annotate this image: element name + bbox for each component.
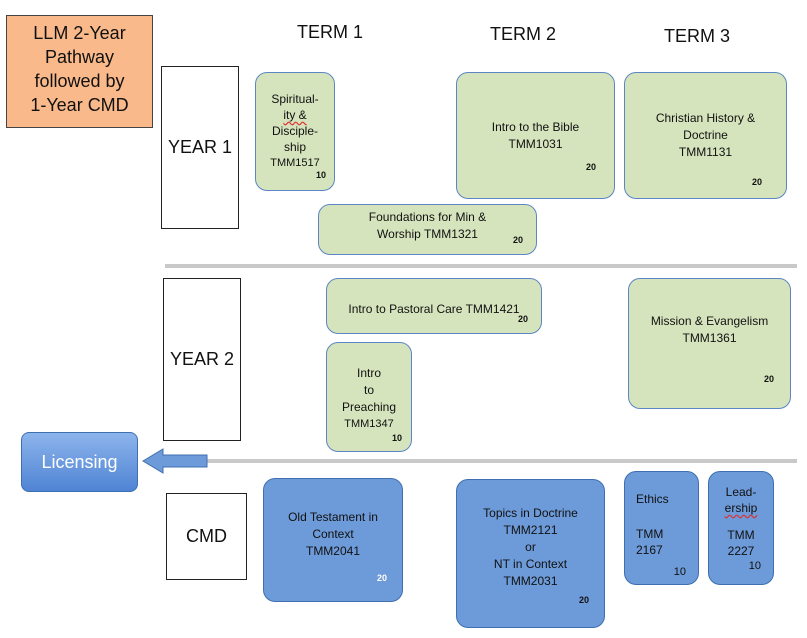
module-topics-doctrine: Topics in Doctrine TMM2121 or NT in Cont…: [456, 479, 605, 628]
year-1-label: YEAR 1: [161, 66, 239, 229]
module-code: TMM: [727, 528, 755, 542]
credit-value: 20: [512, 235, 523, 245]
module-leadership: Lead- ership TMM 2227 10: [708, 471, 774, 585]
credit-value: 20: [376, 573, 387, 583]
title-line: Pathway: [44, 47, 115, 67]
module-code: TMM: [636, 527, 664, 541]
credit-value: 10: [748, 560, 761, 572]
module-text: Mission & Evangelism: [650, 314, 769, 328]
title-line: LLM 2-Year: [33, 23, 126, 43]
module-text: Intro to Pastoral Care TMM1421: [348, 302, 520, 316]
credit-value: 20: [578, 595, 589, 605]
module-preaching: Intro to Preaching TMM1347 10: [326, 342, 412, 452]
title-line: followed by: [34, 71, 125, 91]
credit-value: 10: [391, 433, 402, 443]
term-1-header: TERM 1: [296, 22, 363, 42]
module-old-testament: Old Testament in Context TMM2041 20: [263, 478, 403, 602]
title-line: 1-Year CMD: [30, 95, 129, 115]
module-spirituality: Spiritual- ity & Disciple- ship TMM1517 …: [255, 72, 335, 191]
module-text: Topics in Doctrine: [483, 506, 578, 520]
module-text: Doctrine: [683, 128, 728, 142]
module-mission-evangelism: Mission & Evangelism TMM1361 20: [628, 278, 791, 409]
module-text: ship: [283, 140, 306, 154]
module-code: TMM1347: [344, 418, 394, 430]
module-text: Christian History &: [655, 111, 756, 125]
year-divider: [165, 264, 797, 268]
year-2-label: YEAR 2: [163, 278, 241, 441]
pathway-title: LLM 2-Year Pathway followed by 1-Year CM…: [6, 15, 153, 128]
module-text: Preaching: [341, 400, 397, 414]
module-code: TMM1517: [270, 157, 320, 169]
module-code: TMM2121: [503, 523, 558, 537]
module-text: Intro to the Bible: [491, 120, 580, 134]
module-code: TMM1131: [678, 145, 733, 159]
module-text: or: [525, 540, 536, 554]
module-code: 2167: [636, 543, 663, 557]
module-text: Old Testament in: [288, 510, 378, 524]
module-text: Foundations for Min &: [368, 210, 487, 224]
module-text: Worship TMM1321: [377, 227, 478, 241]
module-foundations: Foundations for Min & Worship TMM1321 20: [318, 204, 537, 255]
credit-value: 20: [585, 162, 596, 172]
module-code: TMM1031: [508, 137, 563, 151]
term-3-header: TERM 3: [663, 26, 730, 46]
module-text: Lead-: [725, 485, 757, 499]
module-code: TMM2041: [305, 544, 361, 558]
module-code: 2227: [727, 544, 755, 558]
module-ethics: Ethics TMM 2167 10: [624, 471, 699, 585]
module-code: TMM2031: [503, 574, 558, 588]
module-pastoral-care: Intro to Pastoral Care TMM1421 20: [326, 278, 542, 334]
module-text: NT in Context: [493, 557, 568, 571]
module-text: to: [363, 383, 374, 397]
licensing-box: Licensing: [21, 432, 138, 492]
module-text: ership: [724, 501, 758, 515]
module-text: Context: [312, 527, 354, 541]
cmd-divider: [207, 459, 797, 463]
module-text: Disciple-: [271, 124, 318, 138]
credit-value: 10: [315, 170, 326, 180]
left-arrow-icon: [142, 448, 208, 474]
credit-value: 10: [673, 566, 686, 578]
module-text: Ethics: [636, 492, 669, 506]
module-text: Spiritual-: [271, 92, 319, 106]
cmd-label: CMD: [166, 493, 247, 580]
credit-value: 20: [763, 374, 774, 384]
module-christian-history: Christian History & Doctrine TMM1131 20: [624, 72, 787, 199]
module-intro-bible: Intro to the Bible TMM1031 20: [456, 72, 615, 199]
module-code: TMM1361: [682, 331, 737, 345]
credit-value: 20: [751, 177, 762, 187]
credit-value: 20: [517, 314, 528, 324]
term-2-header: TERM 2: [489, 24, 556, 44]
module-text: ity &: [283, 108, 307, 122]
module-text: Intro: [356, 366, 381, 380]
